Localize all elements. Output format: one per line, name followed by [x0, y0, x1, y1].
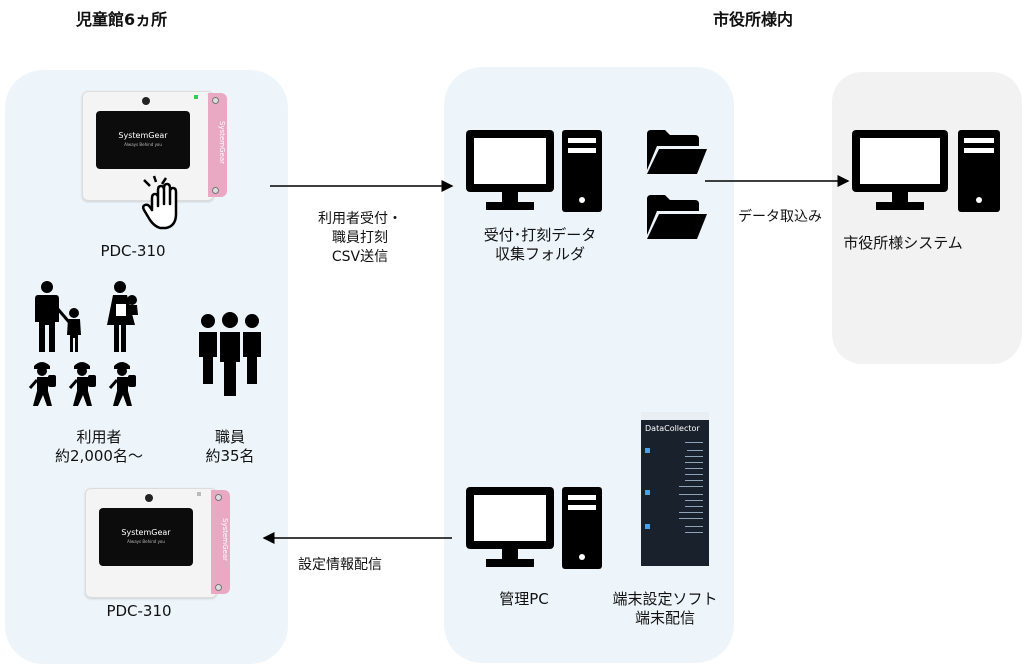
data-collector-software-screenshot: DataCollector: [641, 412, 709, 566]
device-brand: SystemGear: [118, 131, 168, 140]
collector-label-line1: 受付･打刻データ: [483, 226, 597, 244]
staff-label-line1: 職員: [214, 428, 245, 446]
heading-children-centers: 児童館6ヵ所: [76, 10, 168, 29]
collector-label-line2: 収集フォルダ: [494, 245, 585, 263]
city-system-label: 市役所様システム: [843, 234, 963, 252]
desktop-pc-icon: [466, 487, 602, 569]
device-brand: SystemGear: [121, 528, 171, 537]
camera-icon: [142, 97, 150, 105]
upload-label-line2: 職員打刻: [332, 230, 388, 246]
staff-group-icon: [199, 312, 261, 396]
upload-label-line3: CSV送信: [331, 249, 389, 265]
device-side-brand: SystemGear: [218, 121, 226, 165]
users-label-line1: 利用者: [76, 428, 122, 446]
device-screen: SystemGear Always Behind you: [99, 508, 193, 566]
software-label-line2: 端末配信: [634, 609, 695, 627]
device-screen: SystemGear Always Behind you: [96, 111, 190, 169]
import-label: データ取込み: [738, 209, 822, 225]
desktop-pc-icon: [852, 130, 1000, 212]
device-brand-sub: Always Behind you: [127, 539, 165, 544]
staff-label-line2: 約35名: [205, 447, 255, 465]
children-backpack-icon: [28, 360, 138, 408]
camera-icon: [145, 494, 153, 502]
folder-icon: [647, 195, 707, 239]
upload-label-line1: 利用者受付・: [318, 211, 402, 227]
desktop-pc-icon: [466, 130, 602, 212]
heading-city-office: 市役所様内: [713, 10, 794, 29]
software-label-line1: 端末設定ソフト: [612, 590, 718, 608]
status-led: [197, 492, 201, 496]
folder-icon: [647, 130, 707, 174]
status-led: [194, 95, 198, 99]
device-label-bottom: PDC-310: [106, 602, 172, 620]
mother-child-icon: [107, 281, 138, 352]
hand-touch-icon: [141, 175, 178, 230]
software-title: DataCollector: [645, 424, 700, 433]
download-label: 設定情報配信: [298, 557, 382, 573]
device-label-top: PDC-310: [100, 242, 166, 260]
users-label-line2: 約2,000名～: [55, 447, 143, 465]
pdc-310-device-top: SystemGear SystemGear Always Behind you: [82, 91, 227, 201]
device-brand-sub: Always Behind you: [124, 142, 162, 147]
device-side-brand: SystemGear: [221, 518, 229, 562]
pdc-310-device-bottom: SystemGear SystemGear Always Behind you: [85, 488, 230, 598]
admin-pc-label: 管理PC: [499, 590, 549, 608]
family-icon: [35, 281, 81, 352]
city-system-panel: [832, 72, 1022, 364]
